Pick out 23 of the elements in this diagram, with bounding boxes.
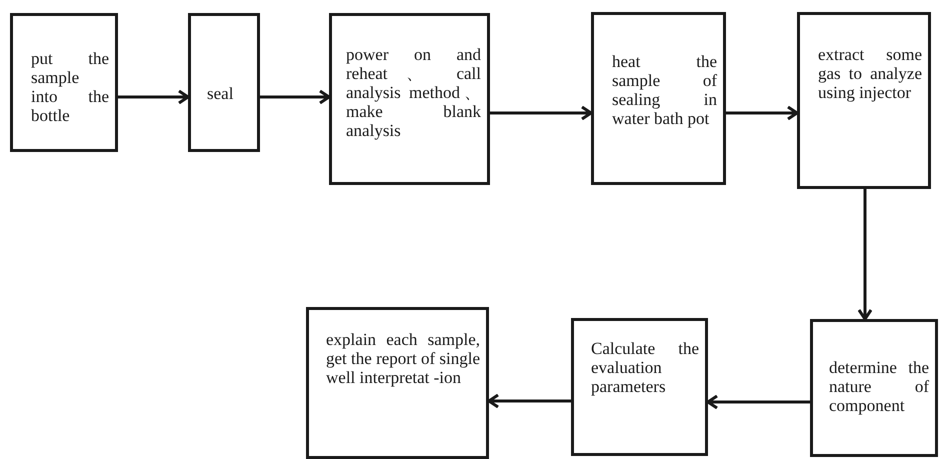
step-text: power on and reheat 、 call analysis method、 make blank analysis (345, 45, 482, 140)
step-text: put the sample into the bottle (30, 49, 110, 125)
process-box (10, 13, 118, 152)
process-box (188, 13, 260, 152)
arrow (490, 106, 592, 120)
arrow (118, 90, 190, 104)
process-box (306, 307, 489, 459)
process-box (797, 12, 931, 189)
step-text: Calculate the evaluation parameters (590, 339, 700, 396)
process-box (810, 319, 938, 457)
step-text: extract some gas to analyze using injector (817, 45, 923, 102)
arrow (726, 106, 798, 120)
step-text: seal (206, 84, 234, 103)
arrow (706, 394, 810, 410)
step-text: explain each sample, get the report of single well interpretat -ion (325, 330, 481, 387)
process-box (329, 13, 490, 185)
arrow (858, 189, 872, 320)
process-box (571, 318, 708, 456)
process-box (591, 12, 726, 185)
arrow (260, 90, 330, 104)
step-text: determine the nature of component (828, 358, 930, 415)
step-text: heat the sample of sealing in water bath pot (611, 52, 718, 128)
arrow (488, 394, 571, 408)
